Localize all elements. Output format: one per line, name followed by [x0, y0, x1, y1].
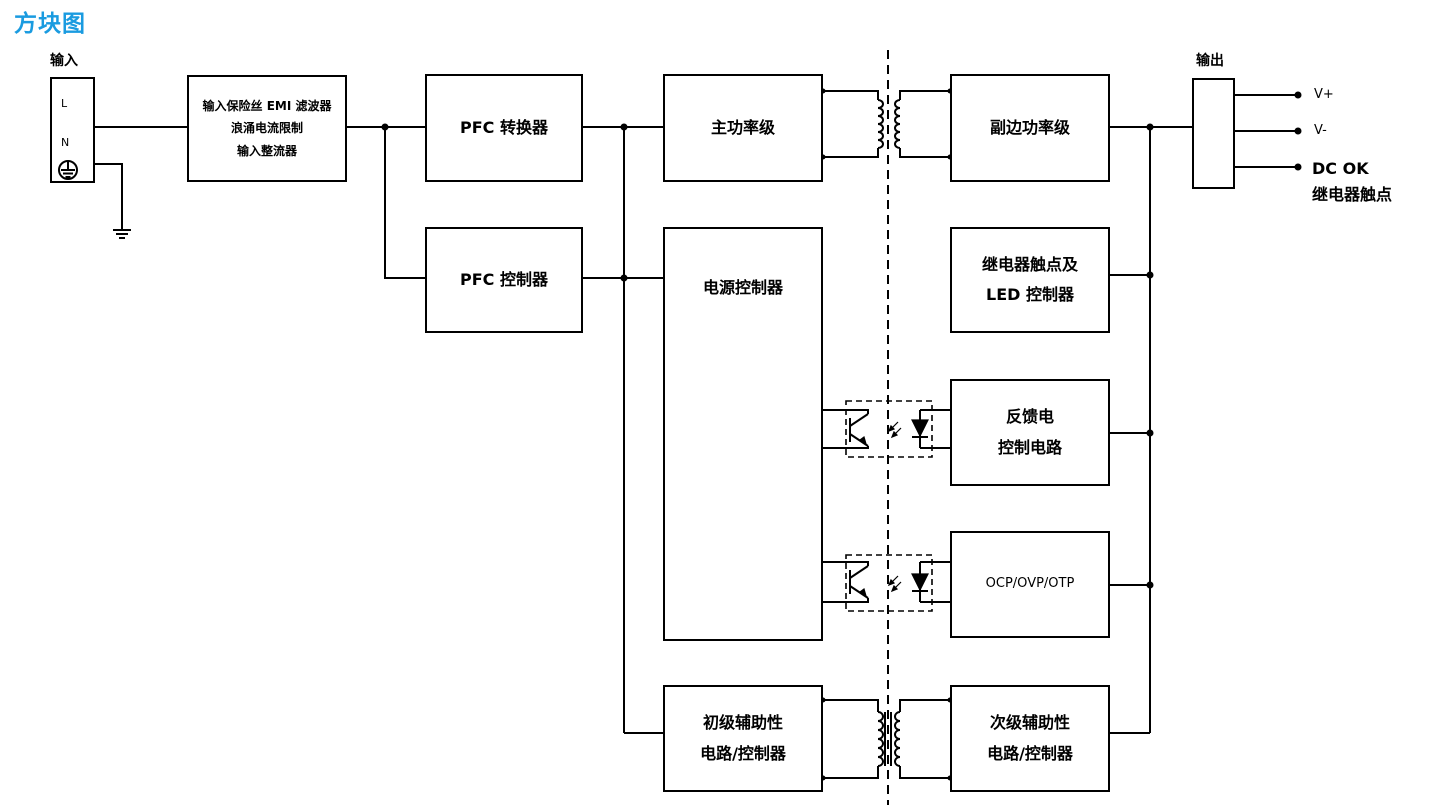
pfc-converter-label: PFC 转换器 — [460, 117, 548, 137]
pin-l: L — [61, 97, 68, 110]
pfc-controller-label: PFC 控制器 — [460, 269, 548, 289]
feedback-circuit-line-1: 反馈电 — [1005, 407, 1054, 427]
secondary-aux-block: 次级辅助性 电路/控制器 — [950, 685, 1110, 792]
feedback-circuit-block: 反馈电 控制电路 — [950, 379, 1110, 486]
input-filter-line-1: 输入保险丝 EMI 滤波器 — [202, 99, 332, 114]
terminal-dc-ok: DC OK — [1312, 159, 1369, 178]
input-filter-block: 输入保险丝 EMI 滤波器 浪涌电流限制 输入整流器 — [187, 75, 347, 182]
secondary-aux-line-1: 次级辅助性 — [989, 713, 1070, 733]
pin-n: N — [61, 136, 70, 149]
relay-led-controller-block: 继电器触点及 LED 控制器 — [950, 227, 1110, 333]
earth-ground-icon — [58, 160, 78, 180]
main-power-stage-label: 主功率级 — [710, 117, 775, 137]
power-controller-label: 电源控制器 — [702, 278, 783, 297]
terminal-v-plus: V+ — [1314, 87, 1334, 102]
secondary-aux-line-2: 电路/控制器 — [987, 743, 1073, 763]
primary-aux-line-2: 电路/控制器 — [700, 743, 786, 763]
output-terminal-block — [1192, 78, 1235, 189]
relay-led-controller-line-1: 继电器触点及 — [981, 254, 1078, 274]
input-filter-line-2: 浪涌电流限制 — [230, 121, 303, 136]
output-label: 输出 — [1196, 53, 1224, 69]
terminal-relay-contact: 继电器触点 — [1312, 185, 1393, 204]
pfc-controller-block: PFC 控制器 — [425, 227, 583, 333]
input-terminal-block: L N — [50, 77, 95, 183]
power-controller-block: 电源控制器 — [663, 227, 823, 641]
primary-aux-block: 初级辅助性 电路/控制器 — [663, 685, 823, 792]
input-label: 输入 — [50, 53, 78, 69]
pfc-converter-block: PFC 转换器 — [425, 74, 583, 182]
feedback-circuit-line-2: 控制电路 — [997, 437, 1062, 457]
secondary-power-stage-label: 副边功率级 — [989, 117, 1070, 137]
protection-label: OCP/OVP/OTP — [985, 576, 1075, 592]
main-power-stage-block: 主功率级 — [663, 74, 823, 182]
secondary-power-stage-block: 副边功率级 — [950, 74, 1110, 182]
protection-block: OCP/OVP/OTP — [950, 531, 1110, 638]
primary-aux-line-1: 初级辅助性 — [702, 713, 783, 733]
relay-led-controller-line-2: LED 控制器 — [986, 285, 1074, 304]
terminal-v-minus: V- — [1314, 123, 1327, 138]
diagram-title: 方块图 — [14, 11, 86, 37]
input-filter-line-3: 输入整流器 — [236, 143, 297, 158]
